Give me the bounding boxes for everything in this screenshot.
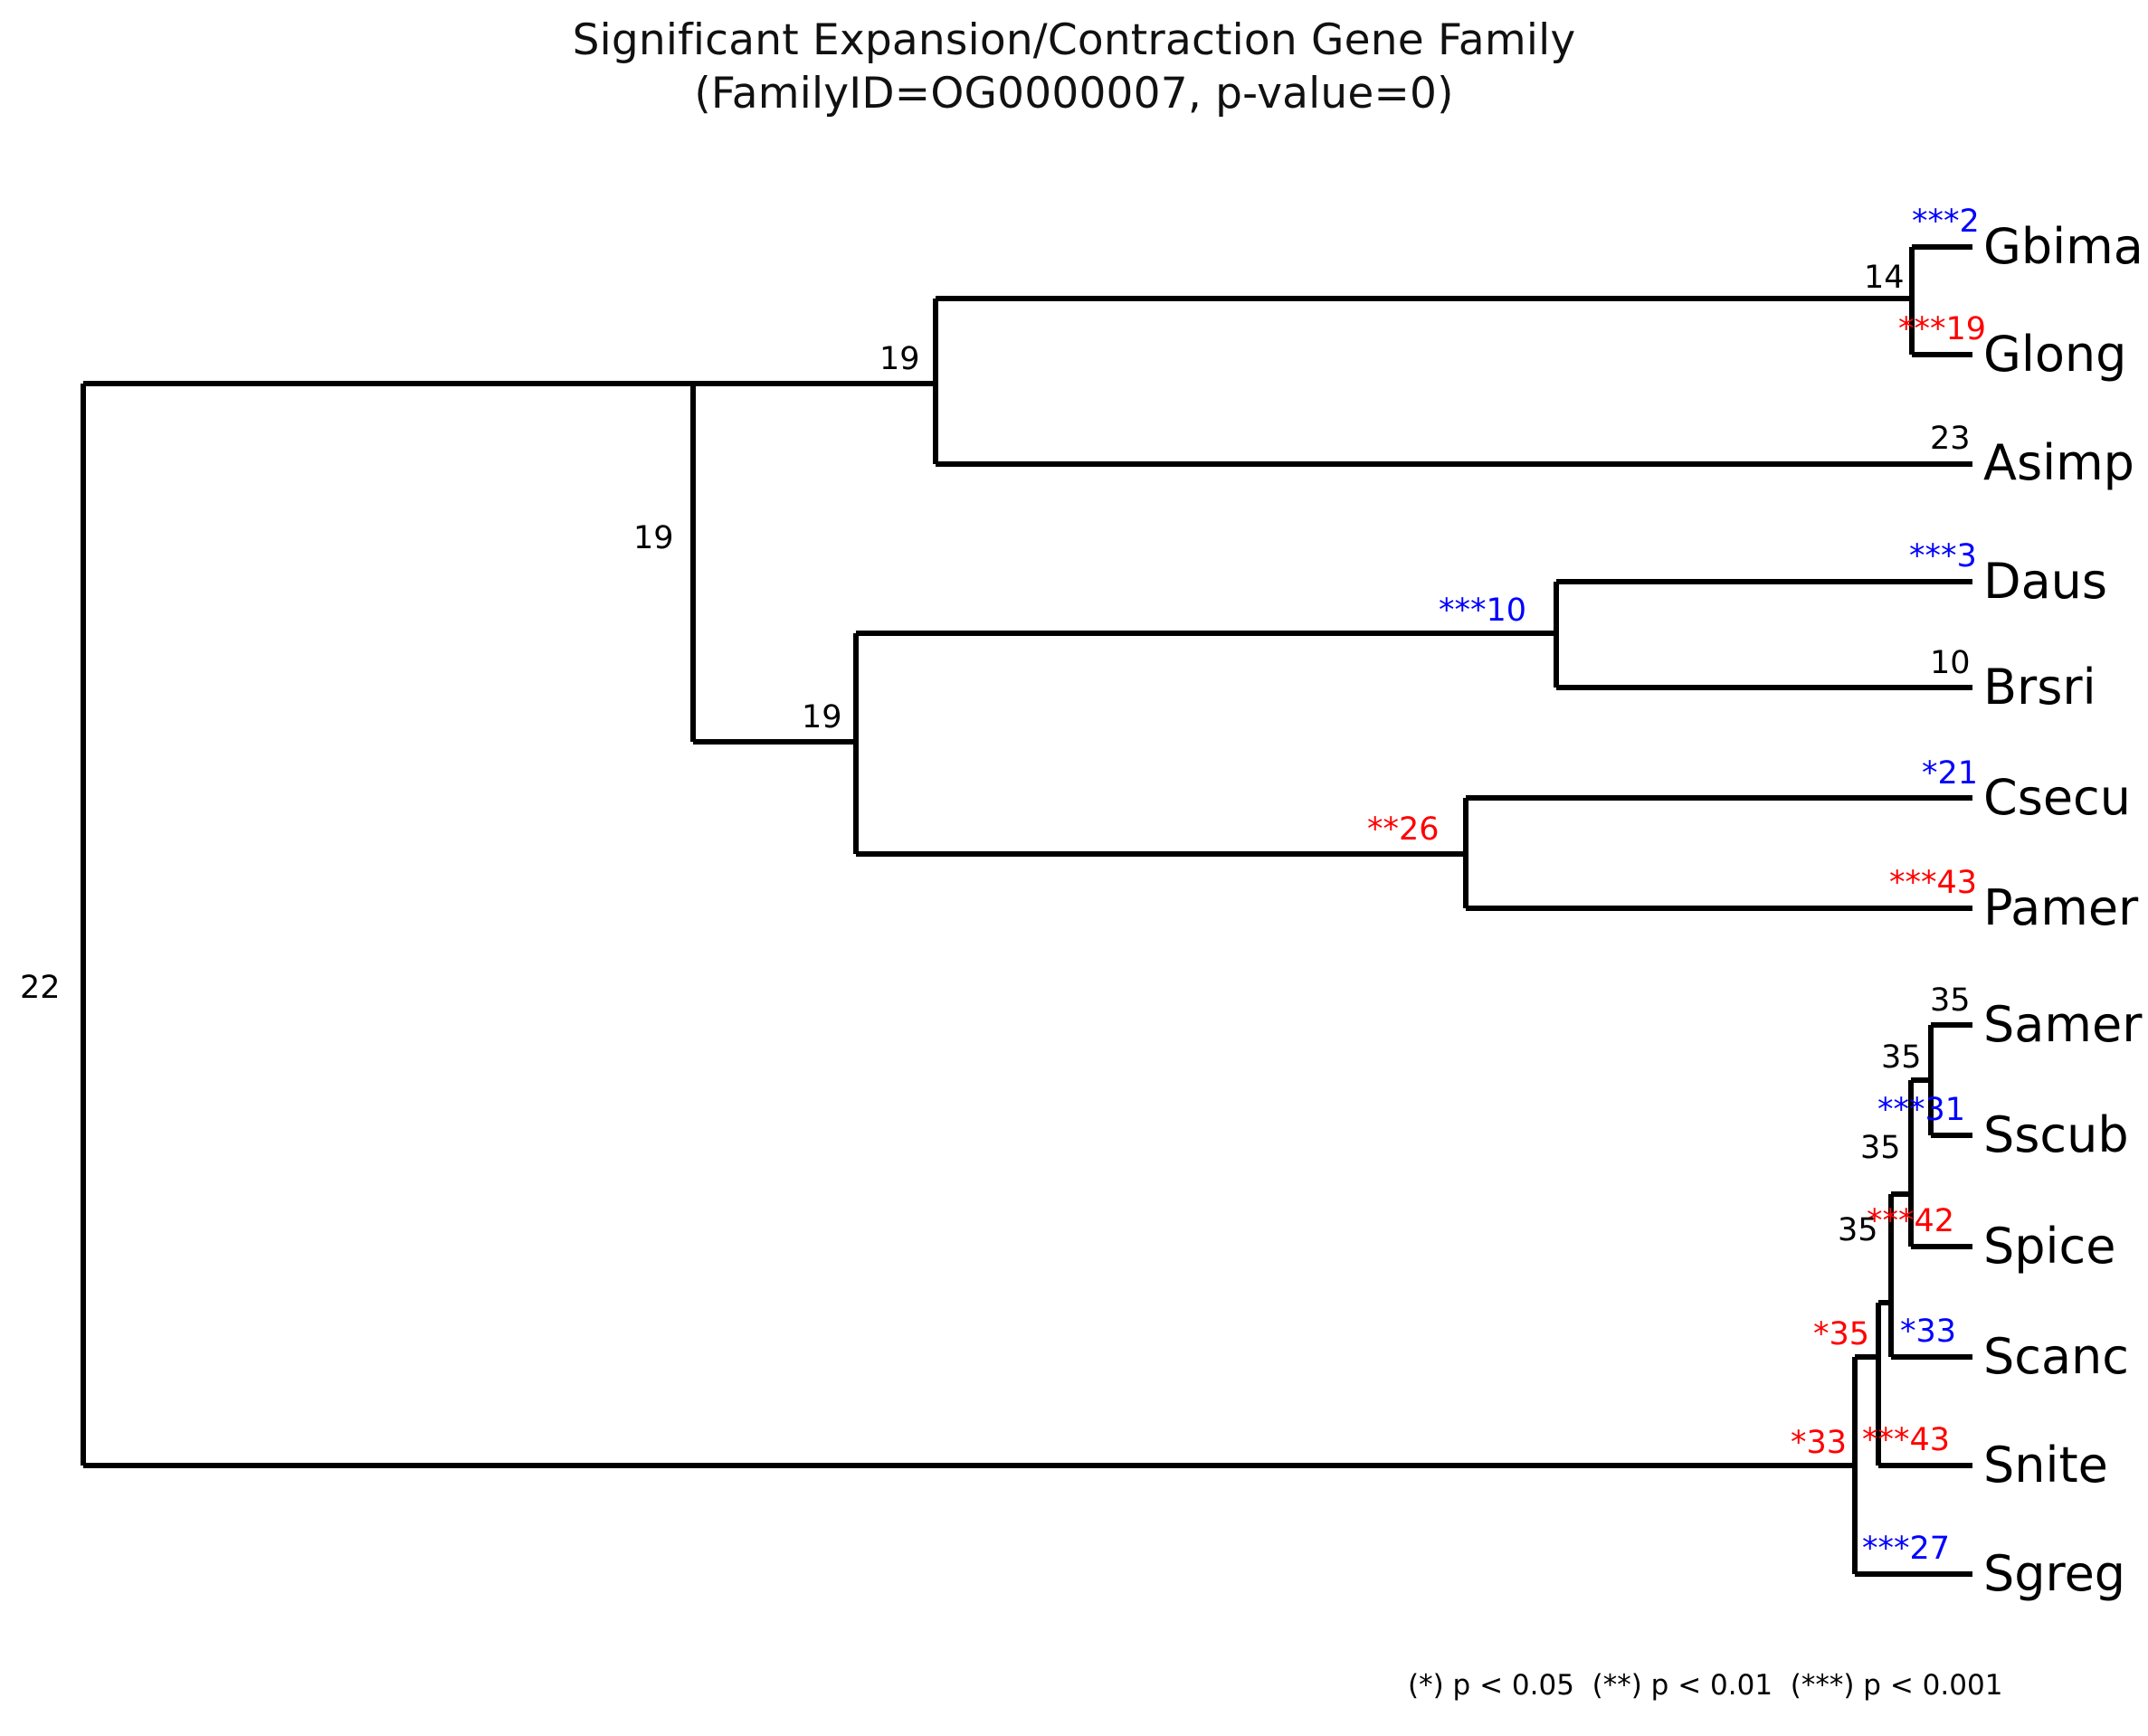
gene-count-samer: 35 [1930,982,1971,1019]
leaf-label-snite: Snite [1983,1437,2108,1494]
leaf-label-csecu: Csecu [1983,769,2131,826]
leaf-label-brsri: Brsri [1983,659,2096,716]
gene-count-brsri: 10 [1930,645,1971,681]
node-label-n19-lower: 19 [802,699,842,735]
gene-count-asimp: 23 [1930,421,1971,457]
node-label-n14: 14 [1864,260,1905,296]
gene-count-csecu: *21 [1922,755,1979,792]
gene-count-glong: ***19 [1898,311,1987,347]
gene-count-gbima: ***2 [1912,204,1980,240]
page-title: Significant Expansion/Contraction Gene F… [572,15,1576,65]
leaf-label-asimp: Asimp [1983,434,2134,491]
gene-count-sscub: ***31 [1877,1092,1966,1128]
node-label-n35-spice: 35 [1838,1212,1878,1248]
gene-count-scanc: *33 [1900,1314,1957,1350]
node-label-n19-main: 19 [633,520,674,556]
node-label-n10-daus: ***10 [1439,593,1527,629]
node-label-n26-csecu: **26 [1367,811,1440,848]
significance-legend: (*) p < 0.05 (**) p < 0.01 (***) p < 0.0… [1408,1669,2003,1702]
leaf-label-samer: Samer [1983,996,2143,1053]
tree-branches [81,244,1972,1577]
leaf-label-glong: Glong [1983,326,2127,383]
leaf-label-spice: Spice [1983,1218,2116,1275]
leaf-label-gbima: Gbima [1983,218,2143,275]
node-label-n35-samer: 35 [1881,1039,1922,1076]
leaf-label-scanc: Scanc [1983,1328,2129,1385]
gene-count-snite: ***43 [1862,1422,1951,1458]
gene-count-daus: ***3 [1909,538,1977,574]
node-label-n19-upper: 19 [879,341,920,377]
node-label-n33-snite: *33 [1791,1425,1848,1461]
leaf-label-daus: Daus [1983,553,2108,610]
gene-count-spice: ***42 [1867,1203,1955,1239]
gene-count-sgreg: ***27 [1862,1531,1951,1567]
leaf-label-sgreg: Sgreg [1983,1545,2126,1602]
gene-count-pamer: ***43 [1889,865,1978,901]
leaf-label-sscub: Sscub [1983,1106,2129,1163]
leaf-label-pamer: Pamer [1983,879,2139,936]
node-label-root: 22 [20,970,61,1006]
page-subtitle: (FamilyID=OG0000007, p-value=0) [694,69,1454,119]
node-label-n35-scanc: *35 [1813,1316,1870,1352]
node-label-n35-sscub: 35 [1860,1130,1901,1166]
